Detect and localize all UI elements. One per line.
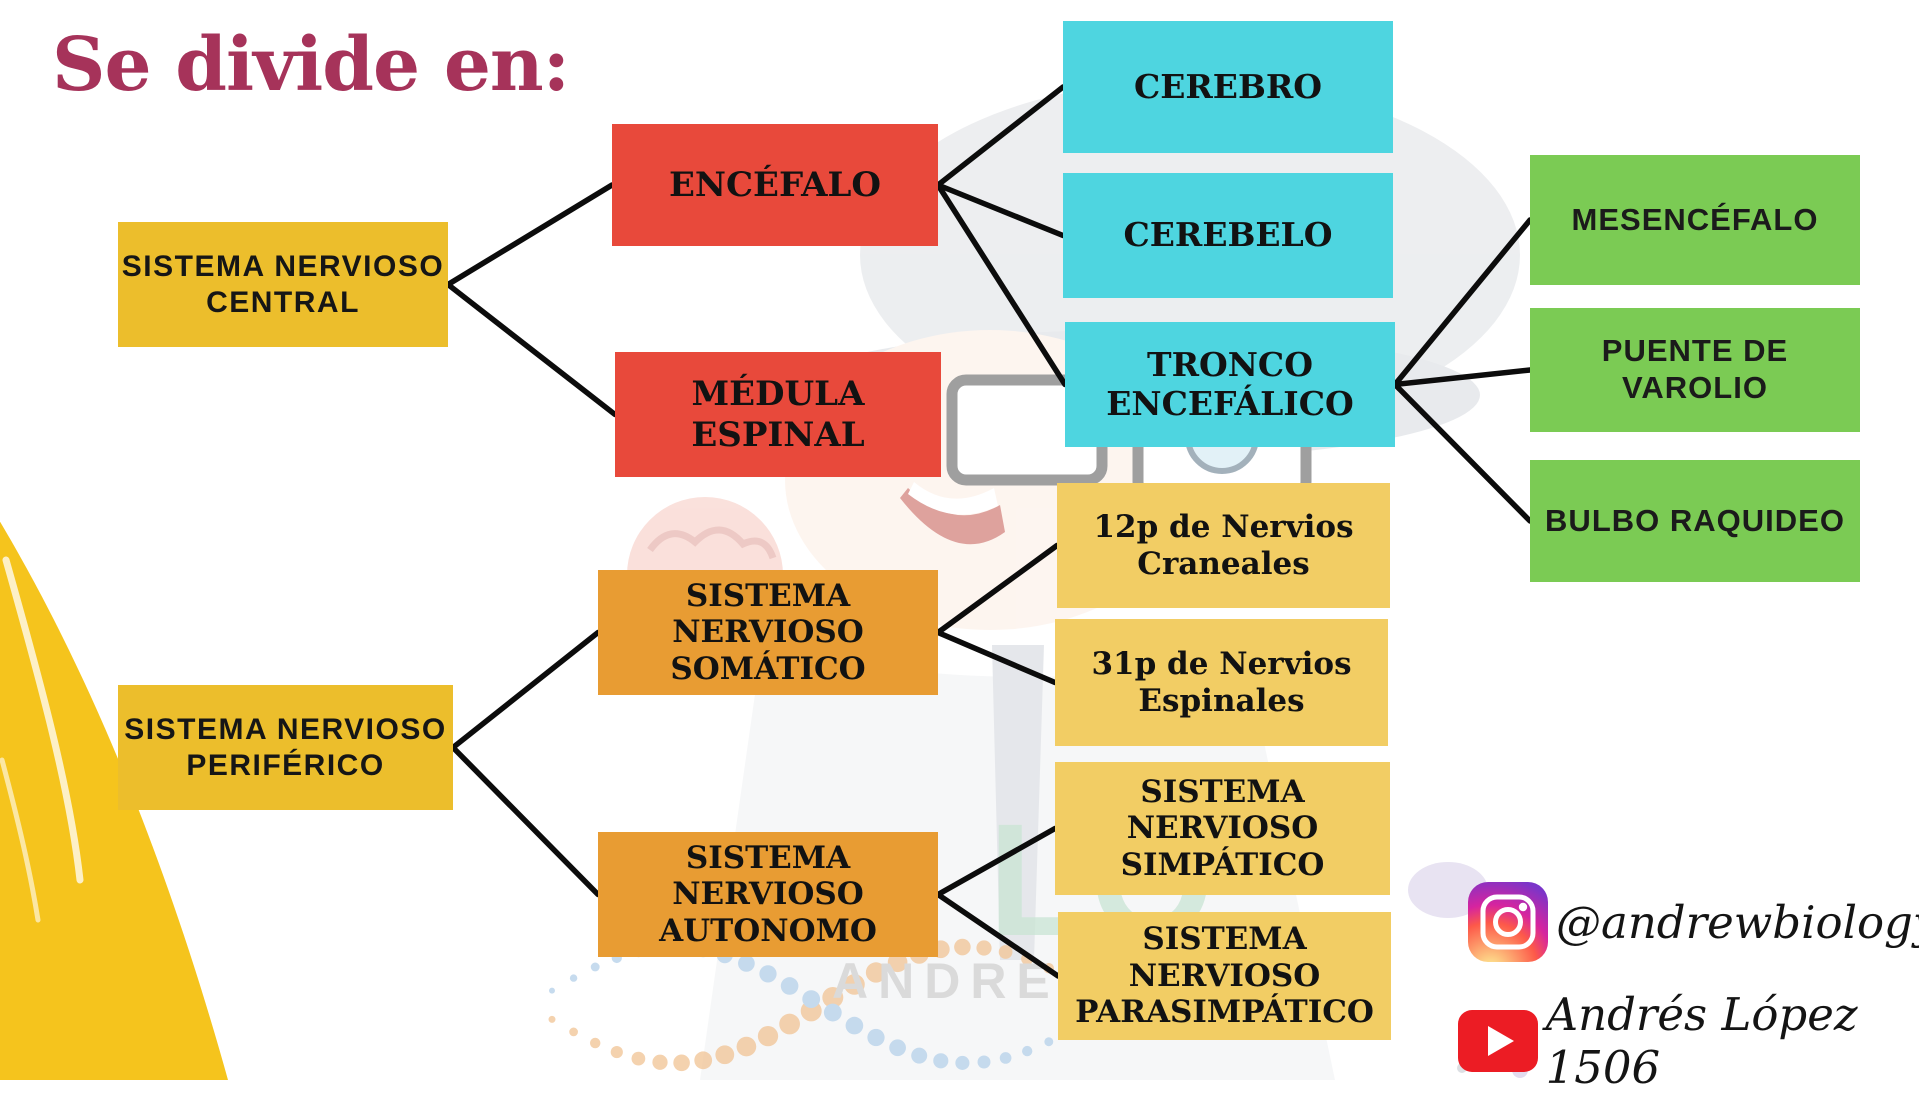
- node-bulbo: BULBO RAQUIDEO: [1530, 460, 1860, 582]
- instagram-icon: [1468, 882, 1548, 962]
- node-cerebelo: CEREBELO: [1063, 173, 1393, 298]
- node-label: CEREBELO: [1123, 215, 1333, 255]
- node-label: 31p de Nervios Espinales: [1091, 645, 1352, 719]
- node-espinales: 31p de Nervios Espinales: [1055, 619, 1388, 746]
- node-autonomo: SISTEMA NERVIOSO AUTONOMO: [598, 832, 938, 957]
- node-craneales: 12p de Nervios Craneales: [1057, 483, 1390, 608]
- node-periferico: SISTEMA NERVIOSO PERIFÉRICO: [118, 685, 453, 810]
- node-medula: MÉDULA ESPINAL: [615, 352, 941, 477]
- node-mesencefalo: MESENCÉFALO: [1530, 155, 1860, 285]
- node-encefalo: ENCÉFALO: [612, 124, 938, 246]
- node-central: SISTEMA NERVIOSO CENTRAL: [118, 222, 448, 347]
- instagram-handle: @andrewbiology: [1556, 895, 1919, 949]
- youtube-channel-name: Andrés López 1506: [1545, 988, 1858, 1094]
- node-label: MESENCÉFALO: [1571, 201, 1819, 237]
- youtube-credit: Andrés López 1506: [1458, 988, 1919, 1094]
- node-parasimpatico: SISTEMA NERVIOSO PARASIMPÁTICO: [1058, 912, 1391, 1040]
- node-puente: PUENTE DE VAROLIO: [1530, 308, 1860, 432]
- youtube-icon: [1458, 1010, 1538, 1072]
- page-title: Se divide en:: [52, 22, 570, 108]
- node-label: SISTEMA NERVIOSO SOMÁTICO: [670, 577, 866, 687]
- node-label: SISTEMA NERVIOSO AUTONOMO: [659, 839, 877, 949]
- node-label: 12p de Nervios Craneales: [1093, 508, 1354, 582]
- node-label: ENCÉFALO: [668, 164, 882, 205]
- node-label: PUENTE DE VAROLIO: [1601, 333, 1789, 405]
- node-label: CEREBRO: [1133, 66, 1323, 106]
- node-label: SISTEMA NERVIOSO PERIFÉRICO: [124, 713, 447, 782]
- dotted-helix-decoration: [548, 938, 1096, 1072]
- node-label: SISTEMA NERVIOSO CENTRAL: [121, 250, 445, 319]
- node-label: MÉDULA ESPINAL: [691, 374, 865, 455]
- node-tronco: TRONCO ENCEFÁLICO: [1065, 322, 1395, 447]
- brush-stroke-shape: [0, 521, 228, 1080]
- instagram-credit: @andrewbiology: [1468, 882, 1919, 962]
- node-label: BULBO RAQUIDEO: [1545, 502, 1845, 538]
- node-label: TRONCO ENCEFÁLICO: [1106, 344, 1354, 423]
- node-somatico: SISTEMA NERVIOSO SOMÁTICO: [598, 570, 938, 695]
- node-label: SISTEMA NERVIOSO PARASIMPÁTICO: [1075, 921, 1374, 1031]
- node-cerebro: CEREBRO: [1063, 21, 1393, 153]
- node-label: SISTEMA NERVIOSO SIMPÁTICO: [1120, 773, 1325, 883]
- node-simpatico: SISTEMA NERVIOSO SIMPÁTICO: [1055, 762, 1390, 895]
- play-icon: [1487, 1026, 1514, 1056]
